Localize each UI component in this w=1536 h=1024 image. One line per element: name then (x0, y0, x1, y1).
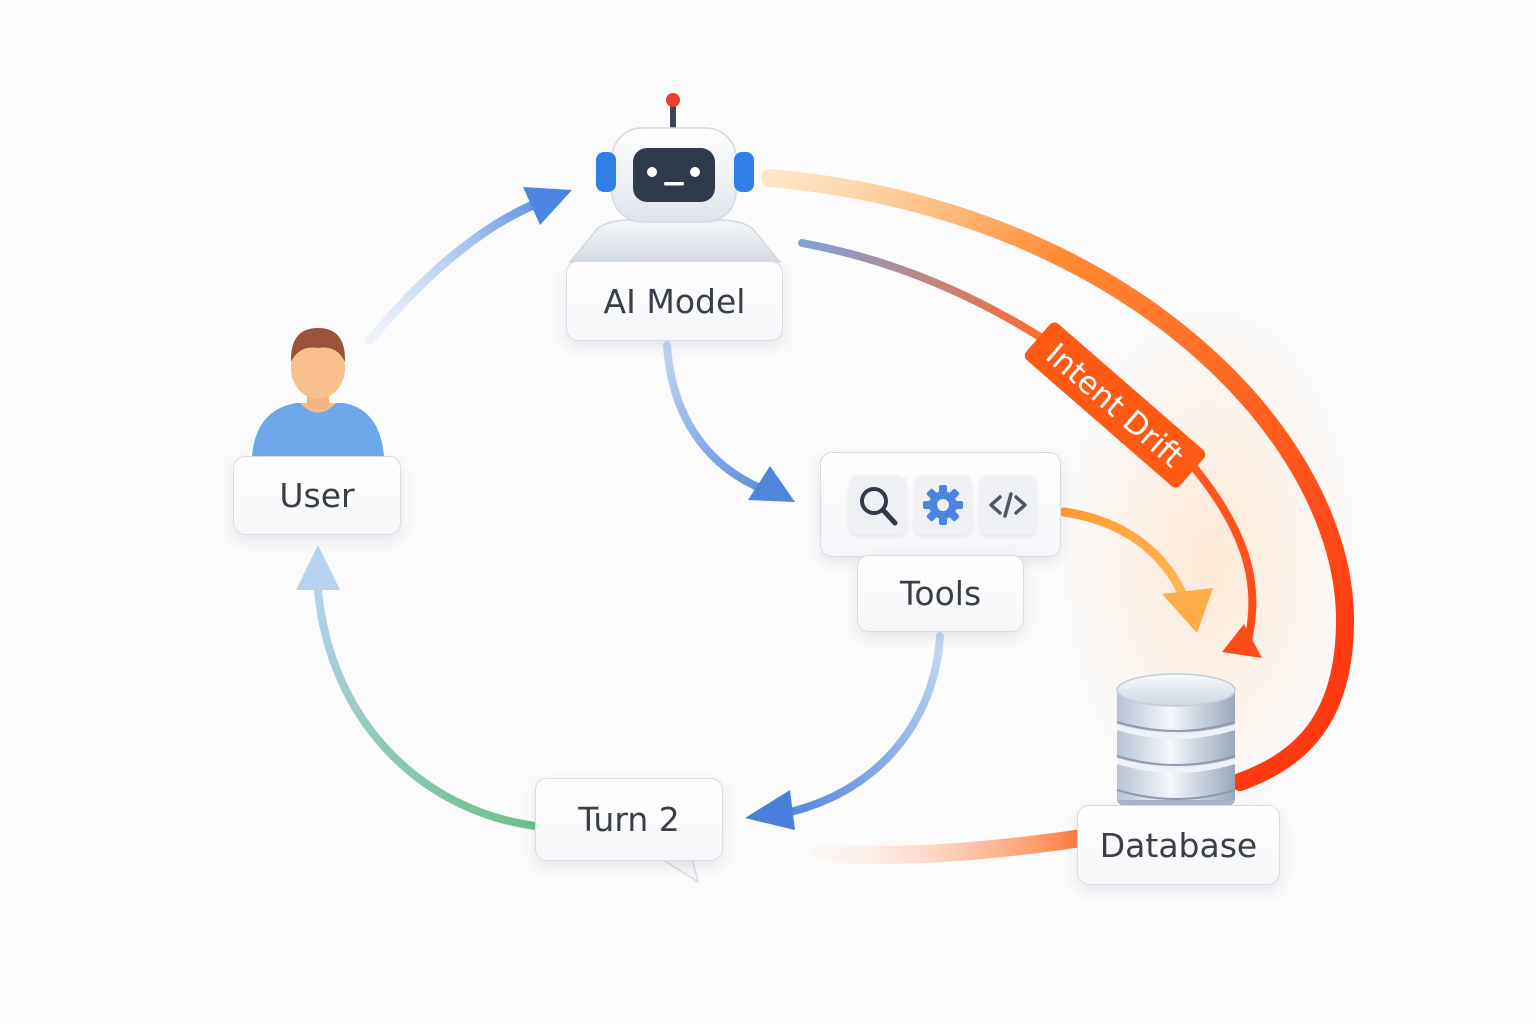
robot-icon (568, 93, 782, 263)
tools-to-turn-arrowhead (745, 790, 795, 830)
user-to-ai-arrowhead (523, 187, 572, 225)
search-icon (849, 475, 907, 535)
database-cylinder-icon (1116, 673, 1236, 814)
turn-2-label: Turn 2 (535, 778, 723, 861)
outer-drift-arrow (761, 169, 1355, 791)
speech-bubble-tail (659, 857, 699, 883)
turn-to-user-arrowhead (296, 545, 340, 590)
antenna-light (666, 93, 680, 107)
code-icon (979, 475, 1037, 535)
tools-label: Tools (857, 555, 1024, 632)
ai-to-tools-arrowhead (748, 466, 795, 502)
ai-model-label: AI Model (566, 261, 783, 341)
database-label: Database (1077, 805, 1280, 885)
turn-to-user-arrow (314, 586, 539, 830)
gear-icon (914, 475, 972, 535)
tools-to-database-arrowhead (1162, 588, 1213, 633)
tools-to-turn-arrow (786, 632, 944, 816)
tools-to-database-arrow (1059, 507, 1190, 605)
ai-to-tools-arrow (663, 341, 774, 496)
bottom-drift-trail (811, 829, 1091, 864)
user-label: User (233, 456, 401, 535)
tools-icon-card (820, 452, 1061, 557)
user-to-ai-arrow (365, 195, 550, 345)
inner-drift-arrowhead (1222, 624, 1262, 658)
person-avatar-icon (252, 328, 384, 456)
